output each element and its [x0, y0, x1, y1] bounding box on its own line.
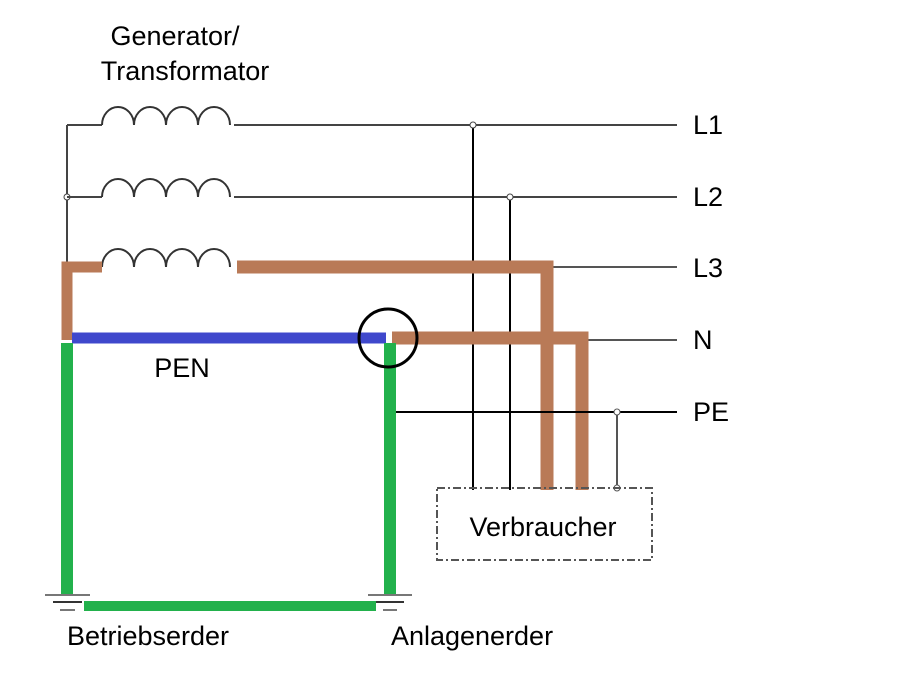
l2-node [506, 193, 514, 201]
source-label-line1: Generator/ [110, 21, 240, 51]
l3-highlight [237, 260, 554, 490]
source-label-line2: Transformator [101, 56, 270, 86]
pen-label: PEN [154, 353, 210, 383]
ground-left-icon [45, 594, 90, 611]
load-box [436, 487, 653, 561]
pe-node [613, 408, 621, 416]
conductor-label-l1: L1 [693, 110, 723, 140]
split-point-marker-circle [357, 307, 419, 369]
earth-left-label: Betriebserder [67, 621, 229, 651]
load-label: Verbraucher [469, 512, 616, 542]
coil-l2-icon [101, 178, 231, 198]
l1-node [469, 121, 477, 129]
winding-coils [101, 106, 231, 268]
coil-l3-icon [101, 248, 231, 268]
conductor-label-l2: L2 [693, 182, 723, 212]
ground-right-icon [368, 594, 412, 611]
star-brown-segment [61, 261, 102, 340]
conductor-label-n: N [693, 325, 713, 355]
n-highlight [392, 331, 589, 490]
coil-l1-icon [101, 106, 231, 126]
conductor-label-l3: L3 [693, 253, 723, 283]
earth-right-label: Anlagenerder [391, 621, 553, 651]
conductor-label-pe: PE [693, 397, 729, 427]
